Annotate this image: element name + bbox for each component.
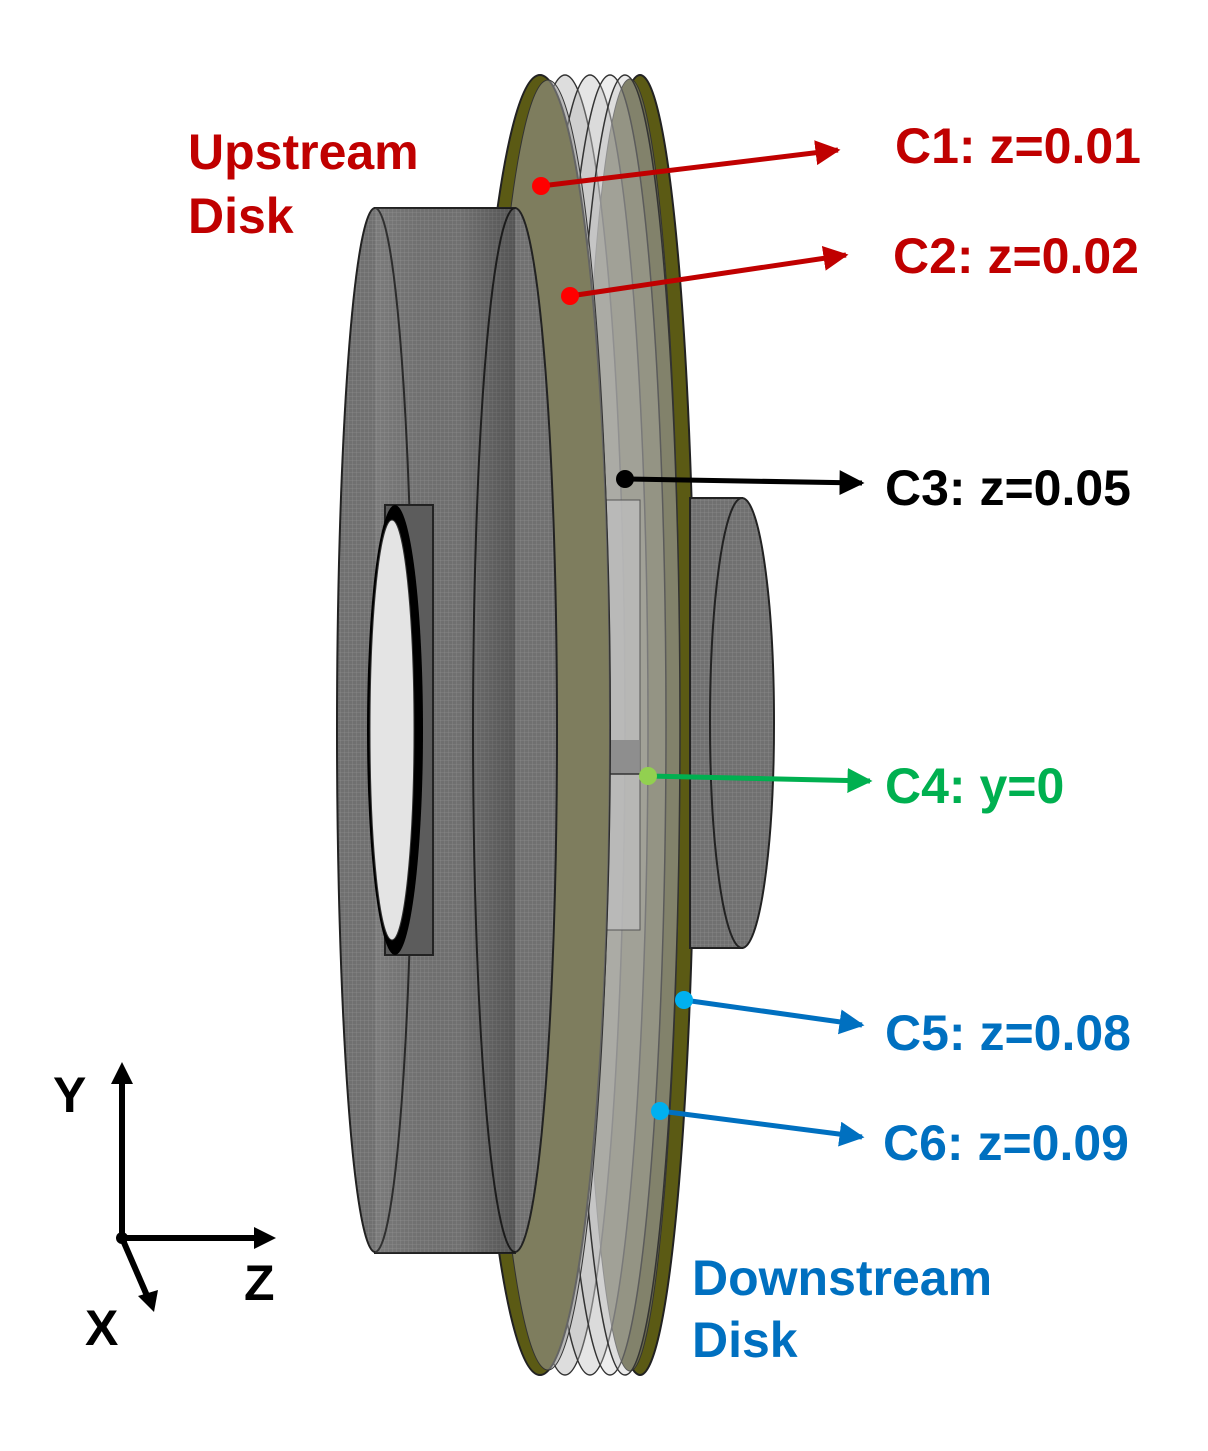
coordinate-axes [111, 1062, 276, 1312]
callout-c3 [616, 470, 865, 496]
callout-dot-c5 [675, 991, 693, 1009]
axis-label-y: Y [53, 1067, 86, 1123]
callout-c6 [651, 1102, 865, 1147]
axis-label-x: X [85, 1300, 118, 1356]
callout-dot-c2 [561, 287, 579, 305]
upstream-disk-label-line1: Upstream [188, 124, 419, 180]
callout-c4 [639, 767, 873, 793]
callout-label-c1: C1: z=0.01 [895, 118, 1141, 174]
downstream-disk-label-line1: Downstream [692, 1250, 992, 1306]
callout-c5 [675, 991, 865, 1035]
callout-label-c4: C4: y=0 [885, 758, 1064, 814]
callout-dot-c3 [616, 470, 634, 488]
callout-c1 [532, 140, 841, 195]
callout-c2 [561, 245, 849, 305]
axis-label-z: Z [244, 1255, 275, 1311]
callout-label-c2: C2: z=0.02 [893, 228, 1139, 284]
downstream-hub [689, 497, 775, 949]
hub-bore [367, 504, 434, 956]
callout-dot-c4 [639, 767, 657, 785]
callout-label-c5: C5: z=0.08 [885, 1005, 1131, 1061]
callout-dot-c6 [651, 1102, 669, 1120]
callout-dot-c1 [532, 177, 550, 195]
callout-label-c6: C6: z=0.09 [883, 1115, 1129, 1171]
downstream-disk-label-line2: Disk [692, 1312, 798, 1368]
upstream-disk-label-line2: Disk [188, 188, 294, 244]
callout-label-c3: C3: z=0.05 [885, 460, 1131, 516]
